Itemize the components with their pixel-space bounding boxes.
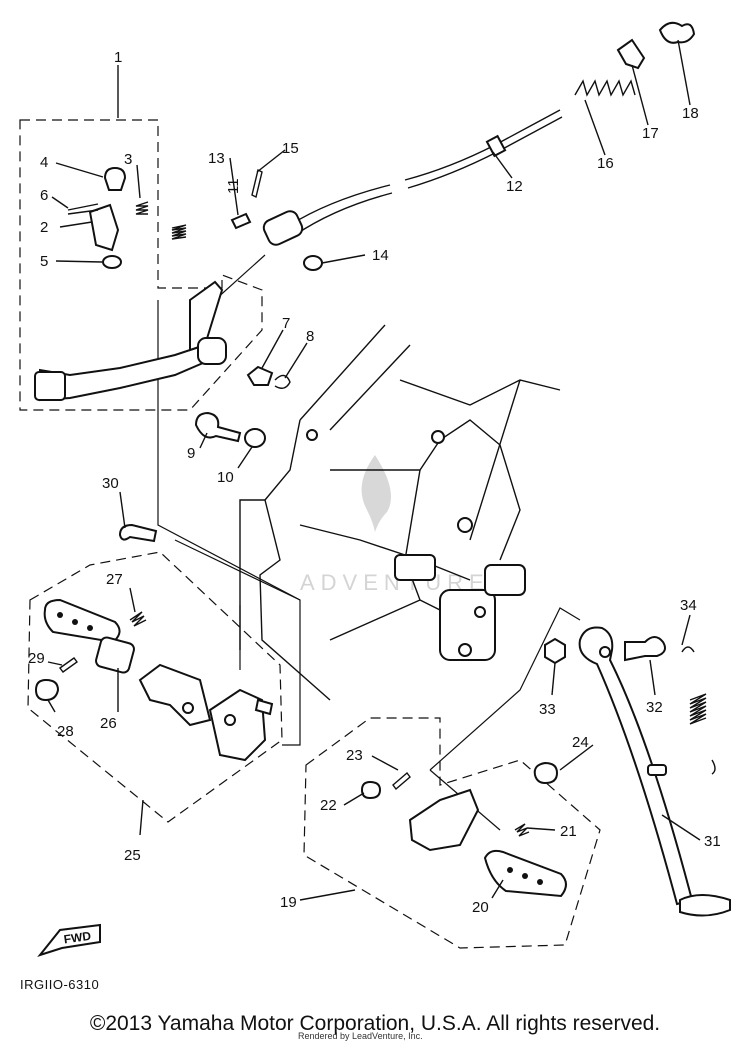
callout-28: 28 bbox=[57, 723, 74, 740]
pin-22 bbox=[360, 780, 382, 800]
callout-2: 2 bbox=[40, 219, 48, 236]
diagram-code: IRGIIO-6310 bbox=[20, 977, 99, 992]
ref-line-d bbox=[214, 254, 266, 301]
brake-pedal bbox=[34, 166, 291, 402]
collar-10 bbox=[244, 428, 266, 448]
footrest-right bbox=[360, 761, 567, 898]
ref-line-b bbox=[174, 539, 301, 601]
washer-7 bbox=[246, 365, 274, 386]
callout-11: 11 bbox=[225, 178, 242, 194]
pin bbox=[230, 212, 252, 230]
clevis bbox=[88, 203, 120, 252]
cable-end bbox=[262, 210, 304, 246]
bolt-30 bbox=[118, 523, 158, 543]
callout-32: 32 bbox=[646, 699, 663, 716]
bolt-9 bbox=[194, 411, 242, 443]
group-box-19 bbox=[303, 717, 601, 949]
callout-20: 20 bbox=[472, 899, 489, 916]
leader-lines bbox=[47, 39, 701, 901]
flame-logo-icon bbox=[361, 455, 391, 532]
footpeg-left bbox=[43, 598, 121, 644]
footrest-bracket-left bbox=[138, 663, 212, 727]
callout-23: 23 bbox=[346, 747, 363, 764]
fwd-arrow-icon bbox=[37, 923, 101, 957]
circlip-8 bbox=[274, 374, 291, 389]
cotter-23 bbox=[392, 771, 411, 791]
callout-3: 3 bbox=[124, 151, 132, 168]
copyright-text: ©2013 Yamaha Motor Corporation, U.S.A. A… bbox=[89, 1012, 661, 1035]
rendered-by-text: Rendered by LeadVenture, Inc. bbox=[298, 1031, 423, 1041]
callout-17: 17 bbox=[642, 125, 659, 142]
brake-cable bbox=[262, 109, 563, 246]
nut-33 bbox=[544, 637, 566, 665]
callout-5: 5 bbox=[40, 253, 48, 270]
washer-14 bbox=[303, 255, 323, 271]
group-box-25 bbox=[27, 551, 283, 823]
callout-19: 19 bbox=[280, 894, 297, 911]
callout-25: 25 bbox=[124, 847, 141, 864]
footrest-bracket-right bbox=[408, 788, 480, 852]
callout-9: 9 bbox=[187, 445, 195, 462]
bolt-32 bbox=[624, 636, 666, 662]
callout-7: 7 bbox=[282, 315, 290, 332]
callout-15: 15 bbox=[282, 140, 299, 157]
callout-18: 18 bbox=[682, 105, 699, 122]
callout-14: 14 bbox=[372, 247, 389, 264]
spring-21 bbox=[514, 823, 530, 837]
spring-3 bbox=[135, 201, 149, 215]
cotter-29 bbox=[59, 657, 78, 673]
callout-8: 8 bbox=[306, 328, 314, 345]
callout-31: 31 bbox=[704, 833, 721, 850]
callout-6: 6 bbox=[40, 187, 48, 204]
callout-33: 33 bbox=[539, 701, 556, 718]
callout-4: 4 bbox=[40, 154, 48, 171]
callout-22: 22 bbox=[320, 797, 337, 814]
callout-21: 21 bbox=[560, 823, 577, 840]
callouts: 1 2 3 4 5 6 7 8 9 10 11 12 13 14 15 16 1… bbox=[28, 49, 721, 916]
cotter-pin-15 bbox=[251, 168, 263, 199]
callout-30: 30 bbox=[102, 475, 119, 492]
callout-12: 12 bbox=[506, 178, 523, 195]
spring-27 bbox=[129, 611, 147, 627]
adjuster-spring bbox=[574, 79, 636, 97]
washer-5 bbox=[102, 255, 122, 269]
wing-nut bbox=[658, 21, 696, 44]
footrest-left bbox=[34, 523, 274, 762]
bolt-24 bbox=[533, 761, 559, 785]
callout-13: 13 bbox=[208, 150, 225, 167]
spring-11 bbox=[171, 224, 187, 240]
pin-28 bbox=[34, 678, 60, 702]
cotter-pin-6 bbox=[67, 203, 99, 215]
spring-34 bbox=[689, 693, 707, 725]
callout-1: 1 bbox=[114, 49, 122, 66]
pin-4 bbox=[103, 166, 127, 191]
frame bbox=[239, 324, 561, 701]
fwd-label: FWD bbox=[63, 929, 92, 947]
fwd-arrow: FWD bbox=[37, 923, 101, 957]
sidestand bbox=[544, 626, 731, 917]
callout-26: 26 bbox=[100, 715, 117, 732]
callout-34: 34 bbox=[680, 597, 697, 614]
callout-24: 24 bbox=[572, 734, 589, 751]
callout-16: 16 bbox=[597, 155, 614, 172]
callout-10: 10 bbox=[217, 469, 234, 486]
ref-line-e bbox=[429, 607, 581, 771]
callout-29: 29 bbox=[28, 650, 45, 667]
group-box-1 bbox=[19, 119, 263, 411]
callout-27: 27 bbox=[106, 571, 123, 588]
cable-joint bbox=[616, 38, 646, 70]
